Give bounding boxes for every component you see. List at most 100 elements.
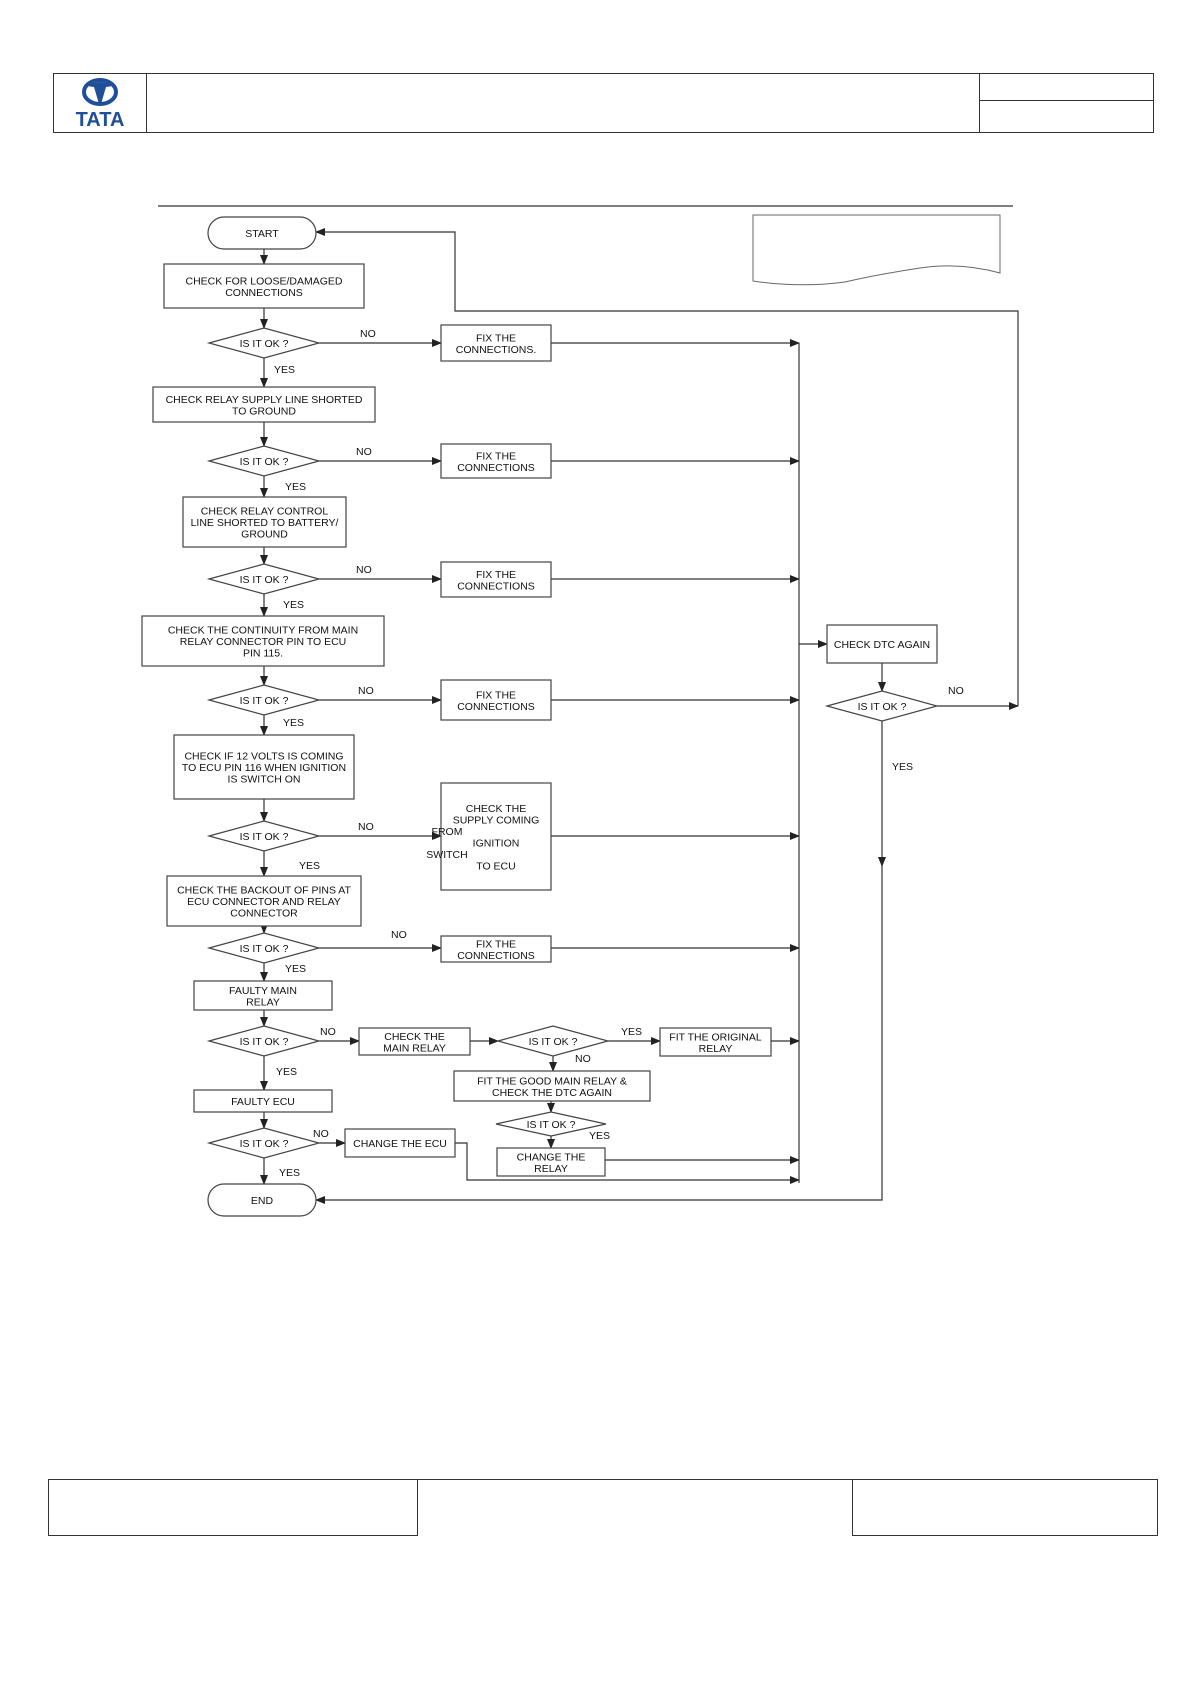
node-text-n3: GROUND — [241, 529, 288, 541]
decision-d8: IS IT OK ? — [206, 1127, 322, 1159]
node-text-fit: FIT THE ORIGINAL — [669, 1031, 762, 1043]
box-shape — [440, 782, 552, 891]
node-text-d6: IS IT OK ? — [240, 943, 289, 955]
box-shape — [182, 496, 347, 548]
box-shape — [440, 679, 552, 721]
node-text-f5: CHECK THE — [466, 803, 526, 815]
node-text-chg_relay: CHANGE THE — [517, 1151, 586, 1163]
process-box-dtc: CHECK DTC AGAIN — [826, 624, 938, 664]
node-text-f6: FIX THE — [476, 938, 516, 950]
node-text-n7: RELAY — [246, 996, 280, 1008]
node-text-c7: MAIN RELAY — [383, 1042, 446, 1054]
box-shape — [358, 1027, 471, 1056]
node-text-d3: IS IT OK ? — [240, 574, 289, 586]
node-text-c7: CHECK THE — [384, 1031, 444, 1043]
box-shape — [440, 324, 552, 362]
decision-d7: IS IT OK ? — [206, 1025, 322, 1057]
node-text-f6: CONNECTIONS — [457, 950, 535, 962]
header-right-top-cell — [980, 74, 1153, 101]
decision-d6: IS IT OK ? — [206, 932, 322, 964]
node-text-n6: CHECK THE BACKOUT OF PINS AT — [177, 885, 351, 897]
box-shape — [659, 1027, 772, 1057]
terminal-end: END — [207, 1183, 317, 1217]
footer-left-cell — [48, 1479, 418, 1536]
node-text-n4: PIN 115. — [243, 648, 283, 660]
edge-label-yes: YES — [621, 1026, 642, 1038]
process-box-good: FIT THE GOOD MAIN RELAY &CHECK THE DTC A… — [453, 1070, 651, 1102]
box-shape — [141, 615, 385, 667]
box-shape — [496, 1147, 606, 1177]
node-text-f5: TO ECU — [476, 860, 515, 872]
decision-d1: IS IT OK ? — [206, 327, 322, 359]
node-text-n3: CHECK RELAY CONTROL — [201, 506, 329, 518]
edge-label-no: NO — [320, 1026, 336, 1038]
box-shape — [440, 935, 552, 963]
node-text-n7: FAULTY MAIN — [229, 985, 297, 997]
node-text-d1: IS IT OK ? — [240, 338, 289, 350]
edge-label-no: NO — [313, 1128, 329, 1140]
box-shape — [193, 980, 333, 1011]
node-text-n2: TO GROUND — [232, 405, 296, 417]
edge-label-yes: YES — [285, 963, 306, 975]
edge-label-yes: YES — [299, 860, 320, 872]
decision-shape — [206, 1025, 322, 1057]
node-text-good: CHECK THE DTC AGAIN — [492, 1087, 612, 1099]
node-text-n4: RELAY CONNECTOR PIN TO ECU — [180, 636, 346, 648]
edge-label-no: NO — [356, 446, 372, 458]
decision-d2: IS IT OK ? — [206, 445, 322, 477]
node-text-f3: FIX THE — [476, 569, 516, 581]
node-text-n2: CHECK RELAY SUPPLY LINE SHORTED — [166, 394, 363, 406]
edge-label-no: NO — [356, 564, 372, 576]
footer-right-cell — [852, 1479, 1158, 1536]
node-text-chg_relay: RELAY — [534, 1163, 568, 1175]
edge-label-no: NO — [391, 929, 407, 941]
header-right-cell — [979, 74, 1153, 132]
node-text-n8: FAULTY ECU — [231, 1096, 295, 1108]
box-shape — [440, 561, 552, 598]
edge-label-yes: YES — [285, 481, 306, 493]
node-text-f2: CONNECTIONS — [457, 462, 535, 474]
node-text-n1: CONNECTIONS — [225, 287, 303, 299]
edge-label-no: NO — [948, 685, 964, 697]
decision-shape — [206, 932, 322, 964]
decision-shape — [206, 563, 322, 595]
box-shape — [193, 1089, 333, 1113]
node-text-f1: FIX THE — [476, 332, 516, 344]
node-text-fit: RELAY — [699, 1043, 733, 1055]
node-text-n1: CHECK FOR LOOSE/DAMAGED — [186, 275, 343, 287]
terminal-shape — [207, 216, 317, 250]
edges — [260, 228, 1019, 1204]
box-shape — [166, 875, 362, 927]
decision-d9: IS IT OK ? — [824, 690, 940, 722]
box-shape — [826, 624, 938, 664]
decision-shape — [206, 327, 322, 359]
node-text-chg_ecu: CHANGE THE ECU — [353, 1138, 447, 1150]
decision-shape — [824, 690, 940, 722]
decision-shape — [495, 1111, 607, 1137]
decision-d7b: IS IT OK ? — [495, 1025, 611, 1057]
end-return-line — [315, 866, 883, 1204]
box-shape — [173, 734, 355, 800]
edge-label-yes: YES — [274, 364, 295, 376]
tata-logo: TATA — [54, 74, 147, 132]
edge-label-yes: YES — [589, 1130, 610, 1142]
note-box — [752, 214, 1001, 286]
node-text-f4: FIX THE — [476, 689, 516, 701]
decision-d5: IS IT OK ? — [206, 820, 322, 852]
node-text-f3: CONNECTIONS — [457, 580, 535, 592]
connector — [455, 1142, 800, 1184]
node-text-good: FIT THE GOOD MAIN RELAY & — [477, 1075, 627, 1087]
